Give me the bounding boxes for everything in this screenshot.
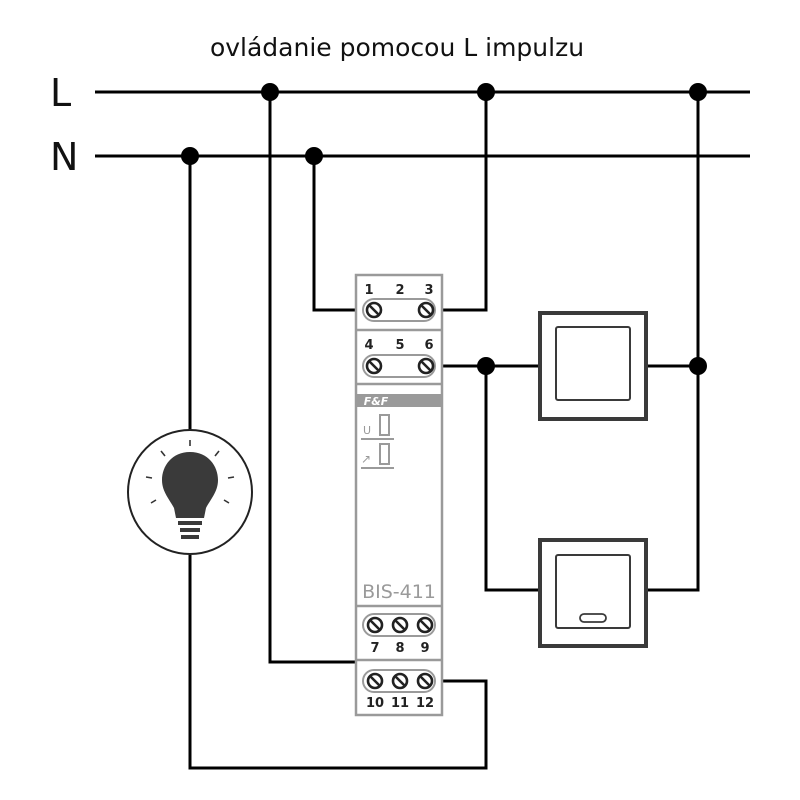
indicator-relay-label: ↗ — [361, 452, 371, 466]
terminal-strip — [362, 298, 436, 322]
wire-lamp-to-terminal-12 — [188, 555, 488, 770]
indicator-u-label: U — [363, 424, 371, 437]
power-indicator-led — [379, 414, 390, 436]
junction-dot — [305, 147, 323, 165]
terminal-label: 10 — [366, 696, 384, 711]
terminal-label: 12 — [416, 696, 434, 711]
wire-line-to-terminal-3 — [428, 92, 488, 312]
terminal-label: 5 — [395, 338, 404, 353]
wire-neutral-to-terminal-1 — [312, 156, 372, 312]
wire-terminal-6-to-button-2 — [484, 366, 540, 592]
relay-model-label: BIS-411 — [362, 581, 436, 603]
junction-dot — [689, 83, 707, 101]
terminal-label: 9 — [420, 641, 429, 656]
terminal-label: 4 — [364, 338, 373, 353]
junction-dot — [477, 83, 495, 101]
screw-terminal-12 — [416, 672, 434, 690]
junction-dot — [261, 83, 279, 101]
junction-dot — [181, 147, 199, 165]
line-bus-label: L — [50, 71, 71, 115]
bulb-icon — [145, 440, 235, 539]
terminal-strip — [362, 354, 436, 378]
relay-module: 1 2 3 4 5 6 F&F U ↗ BIS-411 7 8 9 — [354, 273, 444, 717]
junction-dot — [477, 357, 495, 375]
brand-stripe — [357, 394, 441, 407]
screw-terminal-9 — [416, 616, 434, 634]
terminal-label: 6 — [424, 338, 433, 353]
terminal-label: 3 — [424, 283, 433, 298]
pushbutton-key — [555, 326, 631, 401]
relay-body — [354, 273, 444, 717]
terminal-label: 1 — [364, 283, 373, 298]
junction-dot — [689, 357, 707, 375]
terminal-label: 11 — [391, 696, 409, 711]
screw-terminal-10 — [366, 672, 384, 690]
screw-terminal-8 — [391, 616, 409, 634]
diagram-title: ovládanie pomocou L impulzu — [210, 33, 584, 62]
screw-terminal-7 — [366, 616, 384, 634]
screw-terminal-1 — [365, 301, 383, 319]
screw-terminal-3 — [417, 301, 435, 319]
terminal-label: 7 — [370, 641, 379, 656]
screw-terminal-4 — [365, 357, 383, 375]
relay-indicator-led — [379, 443, 390, 465]
pushbutton-2 — [538, 538, 648, 648]
terminal-label: 2 — [395, 283, 404, 298]
terminal-label: 8 — [395, 641, 404, 656]
neutral-bus-label: N — [50, 135, 78, 179]
wire-button-2-to-line — [646, 92, 700, 592]
pushbutton-indicator-light — [579, 613, 607, 623]
brand-logo: F&F — [364, 395, 389, 408]
screw-terminal-11 — [391, 672, 409, 690]
screw-terminal-6 — [417, 357, 435, 375]
pushbutton-key — [555, 554, 631, 629]
lamp — [127, 429, 253, 555]
pushbutton-1 — [538, 311, 648, 421]
